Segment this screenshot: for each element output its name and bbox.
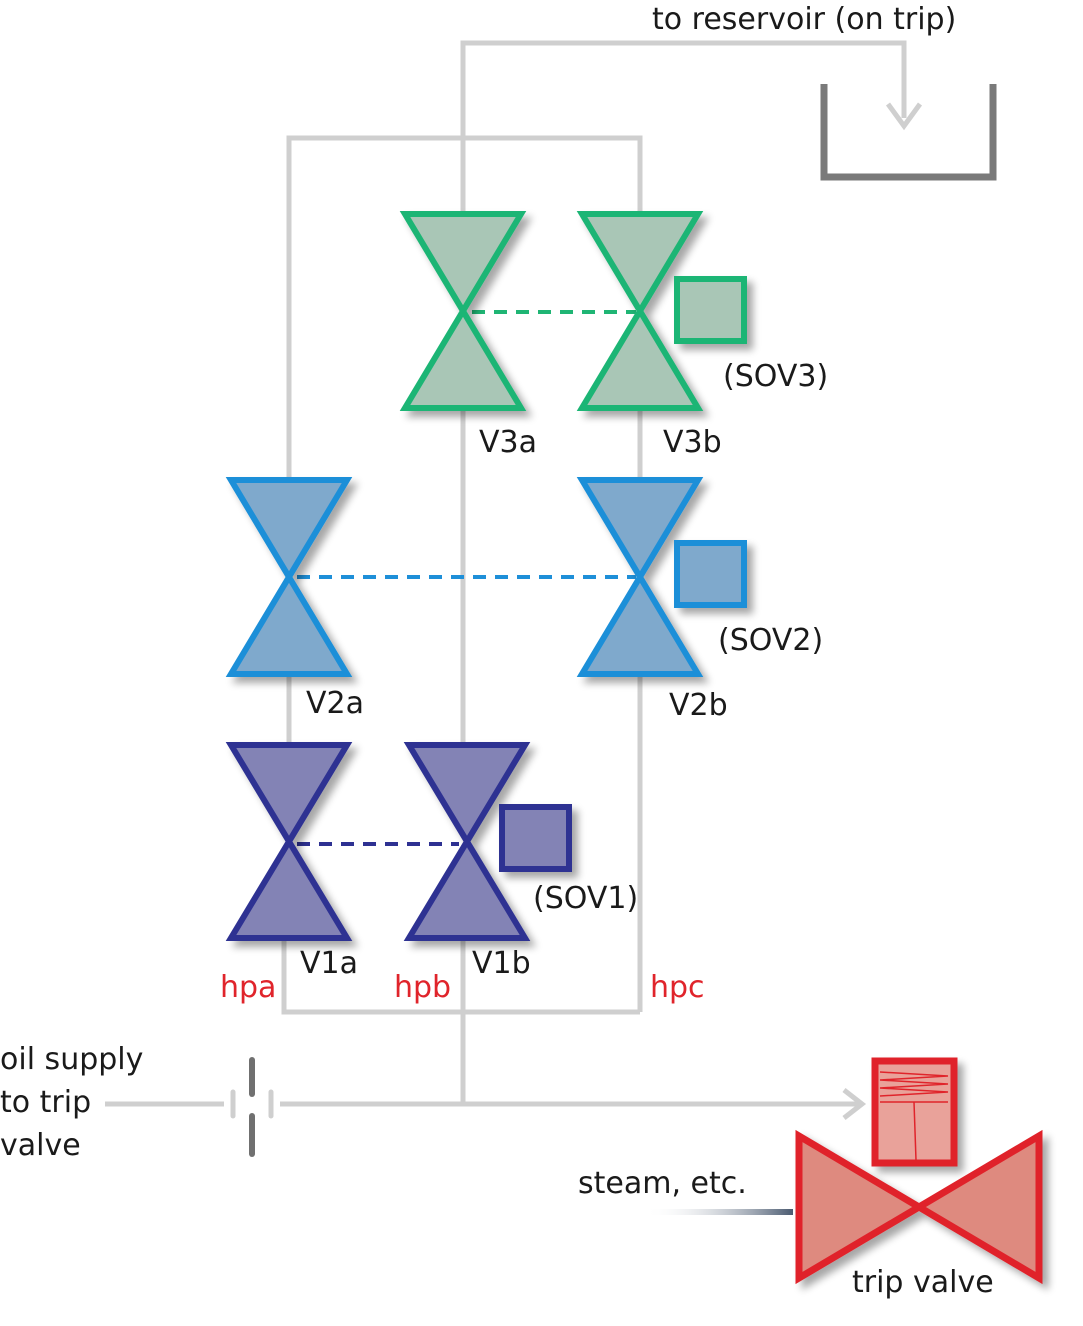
pressure-label-hpa: hpa <box>220 970 276 1005</box>
solenoid-label-sov1: (SOV1) <box>533 881 638 916</box>
valve-v3b <box>576 211 704 411</box>
oil-supply-label-line1: oil supply <box>0 1042 143 1077</box>
solenoid-label-sov3: (SOV3) <box>723 359 828 394</box>
valve-v2b <box>576 477 704 677</box>
solenoid-sov1 <box>499 804 572 872</box>
solenoid-label-sov2: (SOV2) <box>718 623 823 658</box>
trip-valve-label: trip valve <box>852 1265 994 1300</box>
pressure-label-hpb: hpb <box>394 970 451 1005</box>
orifice-symbol <box>230 1057 274 1157</box>
oil-supply-label-line2: to trip <box>0 1085 91 1120</box>
solenoid-sov3 <box>674 276 747 344</box>
valve-label-v3a: V3a <box>479 425 537 460</box>
pipe-top-header <box>286 135 643 486</box>
pipe-network <box>105 40 923 1120</box>
valve-label-v1a: V1a <box>300 946 358 981</box>
reservoir-tank <box>820 84 997 181</box>
valve-label-v3b: V3b <box>663 425 722 460</box>
valve-v3a <box>399 211 527 411</box>
valve-label-v2b: V2b <box>669 688 728 723</box>
steam-label: steam, etc. <box>578 1166 747 1201</box>
valve-label-v2a: V2a <box>306 686 364 721</box>
valve-label-v1b: V1b <box>472 946 531 981</box>
valve-v1b <box>403 742 531 941</box>
oil-supply-label-line3: valve <box>0 1128 81 1163</box>
trip-valve-spring <box>879 1071 949 1161</box>
reservoir-label: to reservoir (on trip) <box>652 2 956 37</box>
valve-v1a <box>225 742 353 941</box>
pressure-label-hpc: hpc <box>650 970 705 1005</box>
solenoid-sov2 <box>674 540 747 608</box>
steam-line <box>645 1209 793 1215</box>
pipe-bottom-header <box>281 935 640 1015</box>
trip-valve-bowtie <box>795 1129 1043 1285</box>
trip-valve-arrowhead <box>842 1088 867 1120</box>
valve-v2a <box>225 477 353 677</box>
pipe-to-reservoir <box>460 40 907 220</box>
reservoir-arrowhead <box>885 102 923 131</box>
